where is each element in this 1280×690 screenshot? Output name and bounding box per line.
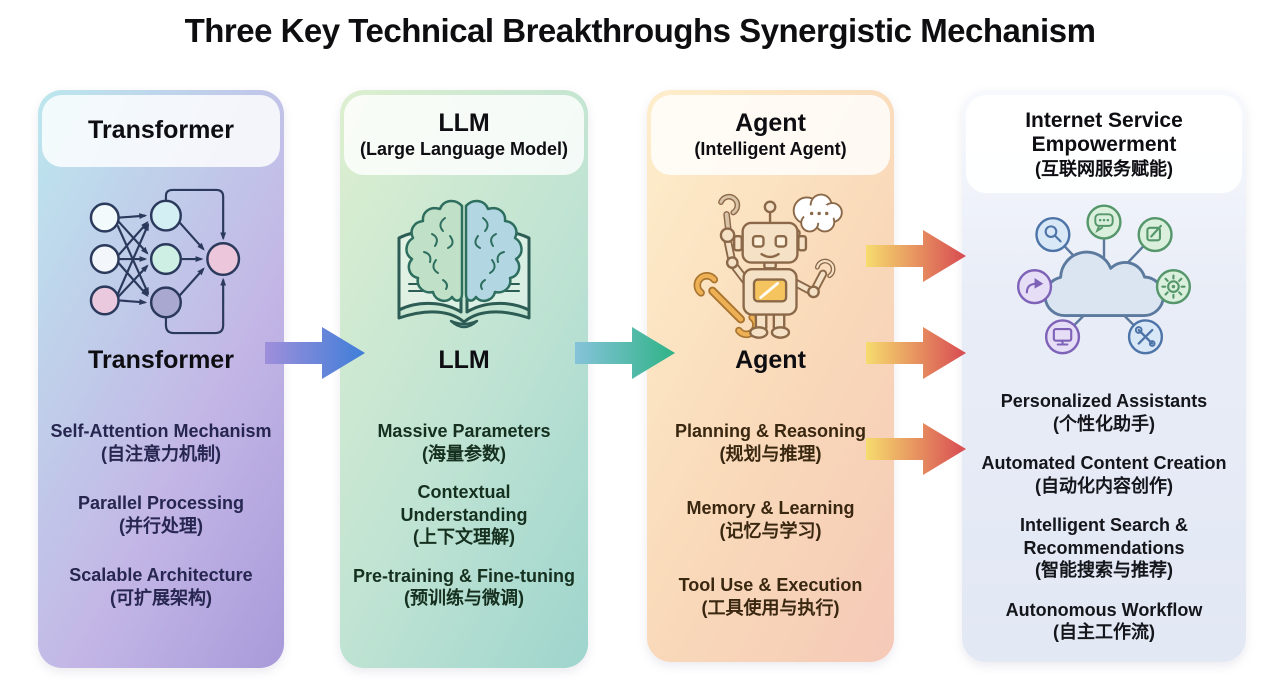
feature-en: Automated Content Creation	[981, 453, 1227, 473]
column-header-internet-service: Internet Service Empowerment (互联网服务赋能)	[966, 95, 1242, 193]
feature-zh: (自主工作流)	[1053, 622, 1155, 642]
brain-book-icon	[397, 199, 531, 329]
column-card-internet-service: Internet Service Empowerment (互联网服务赋能)	[962, 90, 1246, 662]
feature-zh: (上下文理解)	[413, 527, 515, 547]
feature-item: Planning & Reasoning (规划与推理)	[649, 420, 892, 465]
column-header-llm: LLM (Large Language Model)	[344, 95, 584, 175]
arrow-right-icon-agent-to-services	[866, 323, 968, 383]
monitor-icon	[1044, 319, 1081, 355]
feature-zh: (预训练与微调)	[404, 588, 524, 608]
feature-item: Massive Parameters (海量参数)	[342, 420, 586, 465]
feature-zh: (自注意力机制)	[101, 443, 221, 464]
feature-zh: (海量参数)	[422, 443, 506, 464]
feature-zh: (可扩展架构)	[110, 587, 212, 608]
feature-item: Automated Content Creation (自动化内容创作)	[964, 452, 1244, 497]
feature-list-agent: Planning & Reasoning (规划与推理) Memory & Le…	[649, 420, 892, 651]
edit-icon	[1137, 216, 1173, 253]
feature-zh: (个性化助手)	[1053, 413, 1155, 434]
feature-en: Scalable Architecture	[69, 565, 253, 585]
column-subtitle: (Large Language Model)	[359, 139, 568, 160]
feature-item: Tool Use & Execution (工具使用与执行)	[649, 574, 892, 619]
column-subtitle: (互联网服务赋能)	[1035, 158, 1173, 179]
feature-en: Intelligent Search & Recommendations	[1019, 515, 1189, 558]
feature-list-transformer: Self-Attention Mechanism (自注意力机制) Parall…	[40, 420, 282, 636]
feature-en: Parallel Processing	[77, 493, 245, 513]
feature-item: Intelligent Search & Recommendations (智能…	[964, 514, 1244, 582]
feature-item: Autonomous Workflow (自主工作流)	[964, 599, 1244, 644]
column-title: Internet Service Empowerment	[1025, 108, 1183, 156]
feature-list-internet-service: Personalized Assistants (个性化助手) Automate…	[964, 390, 1244, 661]
column-label-agent: Agent	[735, 346, 806, 374]
feature-zh: (规划与推理)	[719, 443, 822, 464]
column-header-transformer: Transformer	[42, 95, 280, 167]
feature-en: Tool Use & Execution	[678, 575, 863, 595]
column-label-llm: LLM	[438, 346, 490, 374]
arrow-right-icon-agent-to-services	[866, 226, 968, 286]
chat-icon	[1086, 204, 1122, 240]
arrow-right-icon-transformer-to-llm	[265, 323, 367, 383]
feature-zh: (工具使用与执行)	[701, 597, 840, 618]
feature-item: Memory & Learning (记忆与学习)	[649, 497, 892, 542]
feature-en: Autonomous Workflow	[1005, 599, 1203, 620]
feature-zh: (自动化内容创作)	[1035, 475, 1173, 496]
feature-list-llm: Massive Parameters (海量参数) Contextual Und…	[342, 420, 586, 626]
column-card-llm: LLM (Large Language Model)	[340, 90, 588, 668]
page-title: Three Key Technical Breakthroughs Synerg…	[184, 12, 1096, 49]
column-header-agent: Agent (Intelligent Agent)	[651, 95, 890, 175]
feature-en: Self-Attention Mechanism	[50, 421, 272, 441]
arrow-right-icon-agent-to-services	[866, 419, 968, 479]
feature-zh: (智能搜索与推荐)	[1035, 560, 1173, 580]
arrow-right-icon-llm-to-agent	[575, 323, 677, 383]
feature-en: Planning & Reasoning	[674, 421, 866, 441]
feature-item: Pre-training & Fine-tuning (预训练与微调)	[342, 565, 586, 610]
column-title: LLM	[438, 108, 490, 137]
column-card-agent: Agent (Intelligent Agent)	[647, 90, 894, 662]
feature-en: Contextual Understanding	[400, 482, 528, 525]
neural-network-icon	[89, 188, 240, 335]
robot-icon	[693, 193, 843, 339]
share-icon	[1016, 269, 1053, 305]
held-wrench-icon	[717, 193, 740, 235]
feature-en: Massive Parameters	[377, 421, 551, 441]
cloud-services-icon	[1016, 204, 1192, 355]
search-icon	[1035, 216, 1071, 253]
feature-item: Scalable Architecture (可扩展架构)	[40, 564, 282, 609]
column-title: Transformer	[88, 116, 234, 145]
feature-zh: (记忆与学习)	[719, 520, 822, 541]
feature-en: Pre-training & Fine-tuning	[353, 565, 575, 586]
feature-item: Contextual Understanding (上下文理解)	[342, 481, 586, 549]
column-title: Agent	[735, 108, 806, 137]
column-subtitle: (Intelligent Agent)	[694, 139, 847, 160]
feature-en: Personalized Assistants	[1000, 391, 1208, 411]
feature-item: Self-Attention Mechanism (自注意力机制)	[40, 420, 282, 465]
column-label-transformer: Transformer	[88, 346, 234, 374]
feature-item: Parallel Processing (并行处理)	[40, 492, 282, 537]
feature-item: Personalized Assistants (个性化助手)	[964, 390, 1244, 435]
cloud-icon	[1043, 250, 1165, 318]
feature-en: Memory & Learning	[686, 498, 855, 518]
column-card-transformer: Transformer	[38, 90, 284, 668]
feature-zh: (并行处理)	[119, 515, 203, 536]
